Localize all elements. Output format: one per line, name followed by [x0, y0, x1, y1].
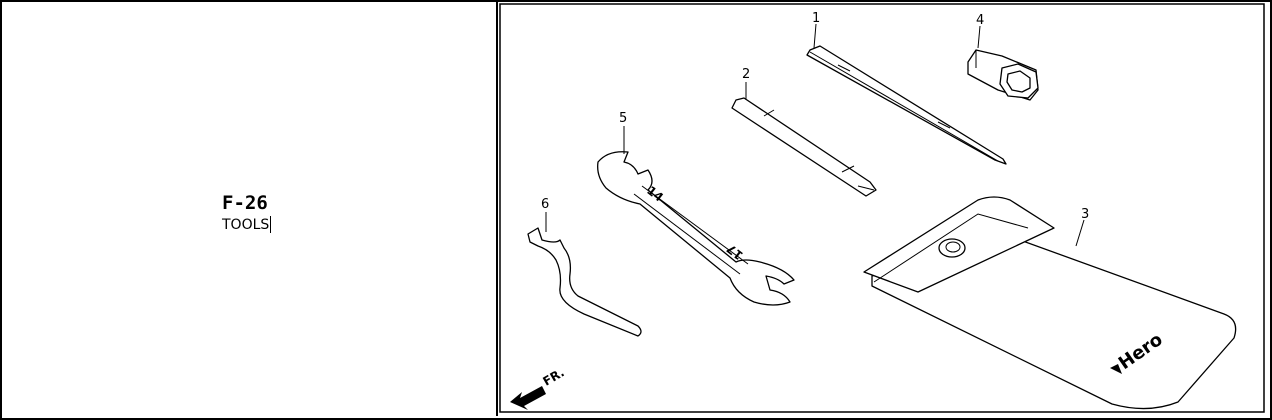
callout-3: 3 — [1081, 207, 1089, 222]
hook-spanner — [527, 227, 642, 337]
callout-4: 4 — [976, 13, 984, 28]
diagram-border — [499, 3, 1265, 413]
diagram-canvas: 1 4 2 14 17 5 6 Hero 3 — [499, 3, 1265, 413]
title-block: F-26 TOOLS — [222, 192, 272, 234]
leader-line-4 — [977, 25, 981, 49]
page-name-row: TOOLS — [222, 214, 272, 234]
tool-pouch: Hero — [863, 196, 1237, 410]
text-caret — [270, 216, 272, 233]
callout-6: 6 — [541, 197, 549, 212]
panel-divider — [496, 0, 498, 416]
page-code: F-26 — [222, 192, 268, 214]
front-label: FR. — [541, 365, 567, 388]
title-panel: F-26 TOOLS — [0, 0, 496, 416]
front-arrow-icon — [510, 386, 546, 410]
leader-line-1 — [813, 23, 817, 49]
tools-diagram: 1 4 2 14 17 5 6 Hero 3 — [498, 2, 1268, 416]
screwdriver-bit-short — [731, 97, 877, 197]
screwdriver-bit-long — [806, 45, 1007, 165]
front-direction-indicator: FR. — [510, 365, 567, 410]
callout-5: 5 — [619, 111, 627, 126]
brand-logo-icon — [1110, 364, 1122, 374]
leader-line-3 — [1075, 219, 1085, 247]
page-name: TOOLS — [222, 217, 270, 233]
callout-1: 1 — [812, 11, 820, 26]
open-end-wrench: 14 17 — [597, 151, 795, 306]
hex-socket — [967, 49, 1039, 101]
callout-2: 2 — [742, 67, 750, 82]
